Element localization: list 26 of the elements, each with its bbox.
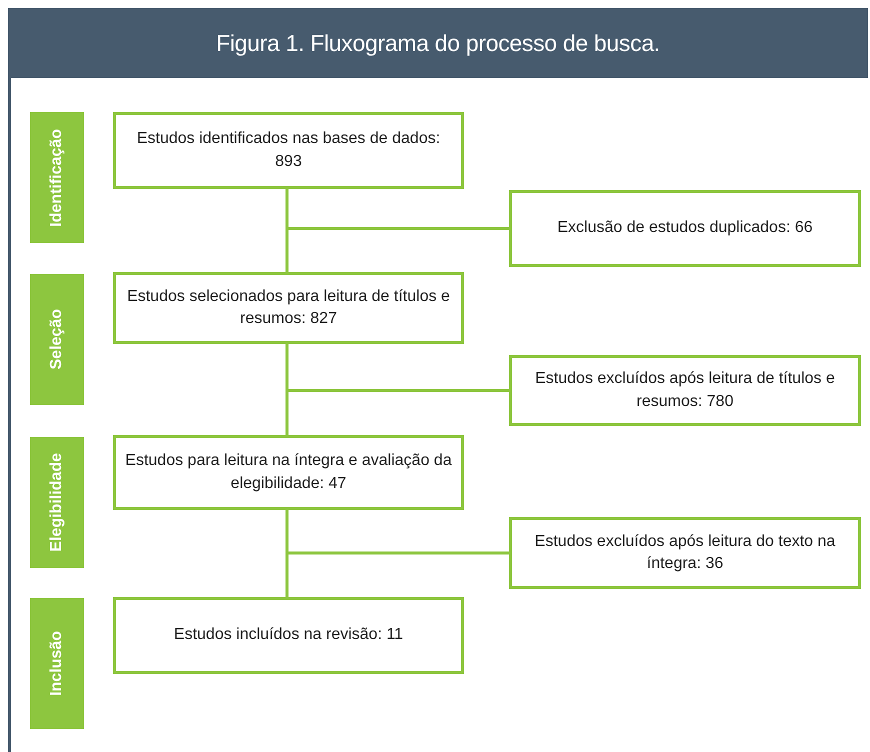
stage-band — [30, 598, 84, 729]
connector-line — [286, 189, 509, 230]
process-box — [113, 112, 464, 189]
stage-label: Elegibilidade — [48, 453, 66, 552]
process-box — [113, 597, 464, 674]
connector-line — [286, 510, 509, 554]
connector-line — [286, 344, 509, 392]
stage-label: Inclusão — [48, 631, 66, 696]
stage-band — [30, 437, 84, 568]
box-text: Estudos excluídos após leitura de títulos e resumos: 780 — [534, 369, 836, 412]
stage-label: Identificação — [48, 128, 66, 226]
process-box — [509, 355, 861, 426]
stage-band — [30, 274, 84, 405]
box-text: Estudos selecionados para leitura de títulos e resumos: 827 — [126, 286, 451, 329]
box-text: Estudos incluídos na revisão: 11 — [174, 625, 404, 646]
process-box — [113, 435, 464, 510]
stage-label: Seleção — [48, 309, 66, 370]
process-box — [509, 190, 861, 267]
box-text: Estudos identificados nas bases de dados: 893 — [136, 129, 442, 172]
process-box — [113, 272, 464, 344]
process-box — [509, 517, 861, 589]
box-text: Estudos excluídos após leitura do texto na íntegra: 36 — [534, 532, 836, 574]
title: Figura 1. Fluxograma do processo de busca. — [216, 30, 660, 56]
box-text: Exclusão de estudos duplicados: 66 — [557, 218, 813, 238]
box-text: Estudos para leitura na íntegra e avaliação da elegibilidade: 47 — [124, 451, 453, 494]
stage-band — [30, 112, 84, 243]
